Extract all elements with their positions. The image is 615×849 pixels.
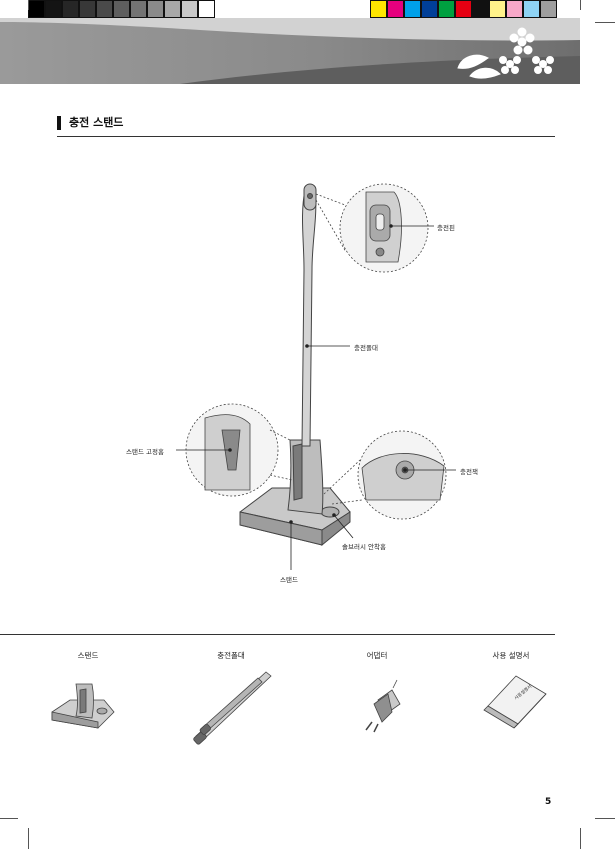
crop-mark: [28, 0, 29, 10]
grayscale-color-bar: [28, 0, 215, 18]
section-title: 충전 스탠드: [57, 116, 123, 130]
color-swatch: [506, 0, 523, 18]
label-charging-jack: 충전잭: [460, 468, 478, 476]
label-charging-pin: 충전핀: [437, 224, 455, 232]
manual-icon: [483, 675, 547, 729]
color-swatch: [438, 0, 455, 18]
gray-swatch: [198, 0, 215, 18]
color-swatch: [455, 0, 472, 18]
stand-body-icon: [287, 439, 324, 515]
gray-swatch: [147, 0, 164, 18]
color-swatch: [489, 0, 506, 18]
accessory-label-manual: 사용 설명서: [492, 651, 530, 660]
charging-pin-callout: [315, 183, 429, 273]
label-stand: 스탠드: [280, 576, 298, 584]
crop-mark: [580, 828, 581, 849]
crop-mark: [595, 818, 615, 819]
process-color-bar: [370, 0, 557, 18]
color-swatch: [540, 0, 557, 18]
flower-decoration-icon: [457, 27, 554, 79]
accessories-divider: [0, 634, 555, 635]
accessory-label-stand: 스탠드: [77, 651, 99, 660]
gray-swatch: [164, 0, 181, 18]
color-swatch: [387, 0, 404, 18]
charging-pole-icon: [301, 183, 317, 447]
stand-groove-callout: [185, 403, 293, 497]
crop-mark: [0, 818, 18, 819]
gray-swatch: [79, 0, 96, 18]
stand-icon: [51, 683, 115, 729]
adapter-icon: [365, 679, 401, 733]
color-swatch: [370, 0, 387, 18]
label-brush-holder: 솔브러시 안착홈: [342, 543, 386, 551]
label-stand-groove: 스탠드 고정홈: [126, 448, 164, 456]
leader-lines: [176, 224, 456, 570]
page-number: 5: [545, 797, 552, 807]
color-swatch: [472, 0, 489, 18]
color-swatch: [523, 0, 540, 18]
crop-mark: [580, 0, 581, 10]
header-banner: [0, 18, 580, 84]
label-charging-pole: 충전폴대: [354, 344, 378, 352]
gray-swatch: [96, 0, 113, 18]
gray-swatch: [45, 0, 62, 18]
crop-mark: [28, 828, 29, 849]
crop-mark: [595, 22, 615, 23]
color-swatch: [421, 0, 438, 18]
title-divider: [57, 136, 555, 137]
accessory-label-charging-pole: 충전폴대: [217, 651, 245, 660]
charging-pole-icon: [193, 671, 272, 745]
gray-swatch: [181, 0, 198, 18]
gray-swatch: [113, 0, 130, 18]
gray-swatch: [130, 0, 147, 18]
color-swatch: [404, 0, 421, 18]
accessory-label-adapter: 어댑터: [366, 651, 388, 660]
gray-swatch: [62, 0, 79, 18]
